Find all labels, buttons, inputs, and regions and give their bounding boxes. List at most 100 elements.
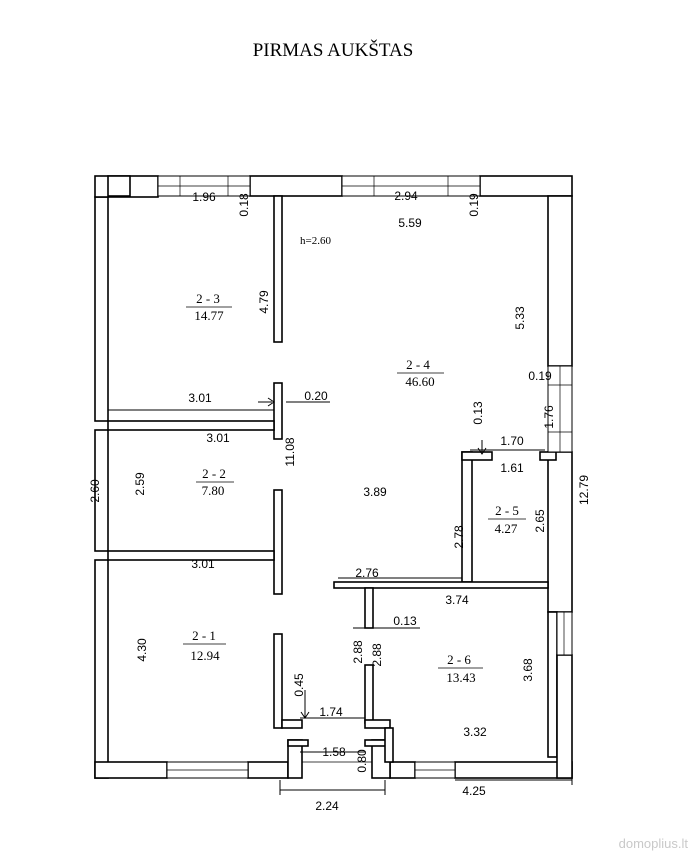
partition-d bbox=[273, 633, 283, 729]
dim-label: 3.89 bbox=[363, 485, 387, 499]
room-id: 2 - 3 bbox=[196, 291, 220, 306]
right-wall-lower bbox=[547, 611, 558, 758]
dim-label: 2.76 bbox=[355, 566, 379, 580]
dim-label: 4.25 bbox=[462, 784, 486, 798]
dim-label: 2.24 bbox=[315, 799, 339, 813]
corner-fill bbox=[107, 175, 131, 197]
room-2-1: 2 - 1 12.94 bbox=[183, 628, 226, 663]
room-id: 2 - 1 bbox=[192, 628, 216, 643]
entry-jamb bbox=[384, 727, 394, 763]
dim-label: 0.13 bbox=[471, 401, 485, 425]
dim-label: 0.20 bbox=[304, 389, 328, 403]
room-area: 4.27 bbox=[495, 521, 518, 536]
room-id: 2 - 6 bbox=[447, 652, 471, 667]
dim-label: 3.74 bbox=[445, 593, 469, 607]
room-2-5: 2 - 5 4.27 bbox=[488, 503, 526, 536]
dim-label: 3.01 bbox=[206, 431, 230, 445]
window-top-left bbox=[157, 175, 251, 197]
dim-label: 5.33 bbox=[513, 306, 527, 330]
corridor-wall-right bbox=[364, 719, 391, 729]
dim-label: 0.18 bbox=[237, 193, 251, 217]
dim-label: 3.01 bbox=[188, 391, 212, 405]
window-right-lower bbox=[556, 611, 573, 656]
room25-left-wall bbox=[461, 451, 473, 583]
dim-label: 0.19 bbox=[467, 193, 481, 217]
left-wall-top bbox=[94, 196, 109, 422]
window-right-upper bbox=[547, 365, 573, 453]
dimension-lines bbox=[108, 397, 573, 795]
left-wall-bottom bbox=[94, 559, 109, 779]
room-area: 14.77 bbox=[194, 308, 224, 323]
dim-label: 2.59 bbox=[133, 472, 147, 496]
watermark: domoplius.lt bbox=[619, 836, 689, 851]
right-wall-middle bbox=[547, 451, 573, 613]
dim-label: 1.61 bbox=[500, 461, 524, 475]
dim-label: 3.68 bbox=[521, 658, 535, 682]
partition-b bbox=[273, 382, 283, 440]
dim-label: 12.79 bbox=[577, 475, 591, 505]
dim-label: 0.80 bbox=[355, 749, 369, 773]
room-2-4: 2 - 4 46.60 bbox=[397, 357, 444, 389]
dimension-labels: 1.96 0.18 2.94 5.59 0.19 4.79 5.33 0.19 … bbox=[88, 189, 591, 813]
left-wall-mid bbox=[94, 429, 109, 552]
dim-label: 2.94 bbox=[394, 189, 418, 203]
right-wall-bottom bbox=[556, 654, 573, 779]
dim-label: 0.45 bbox=[292, 673, 306, 697]
dim-label: 5.59 bbox=[398, 216, 422, 230]
dim-label: 2.65 bbox=[533, 509, 547, 533]
dim-label: 3.01 bbox=[191, 557, 215, 571]
partition-room23-22 bbox=[107, 420, 275, 431]
partition-room22-21 bbox=[107, 550, 275, 561]
room-area: 46.60 bbox=[405, 374, 434, 389]
dim-label: 2.78 bbox=[452, 525, 466, 549]
room26-top-wall bbox=[333, 581, 549, 589]
room-area: 7.80 bbox=[202, 483, 225, 498]
window-bottom-right bbox=[414, 761, 456, 779]
room-2-2: 2 - 2 7.80 bbox=[196, 466, 234, 498]
dim-label: 11.08 bbox=[283, 437, 297, 466]
dim-label: 1.96 bbox=[192, 190, 216, 204]
bottom-wall-entry bbox=[389, 761, 416, 779]
right-wall-top bbox=[547, 195, 573, 367]
dim-label: 3.32 bbox=[463, 725, 487, 739]
dim-label: 4.30 bbox=[135, 638, 149, 662]
windows bbox=[157, 175, 573, 779]
partition-a bbox=[273, 195, 283, 343]
dim-label: 2.60 bbox=[88, 479, 102, 503]
dim-label: 1.76 bbox=[542, 405, 556, 429]
bottom-wall-left bbox=[94, 761, 168, 779]
window-top-right bbox=[341, 175, 481, 197]
partition-c bbox=[273, 489, 283, 595]
room25-top-right bbox=[539, 451, 557, 461]
dim-label: 1.74 bbox=[319, 705, 343, 719]
bottom-wall-right bbox=[454, 761, 573, 779]
dim-label: 1.70 bbox=[500, 434, 524, 448]
room-2-6: 2 - 6 13.43 bbox=[438, 652, 483, 685]
walls bbox=[94, 175, 573, 779]
room26-left-wall-a bbox=[364, 587, 374, 629]
door-entrance bbox=[301, 746, 373, 778]
ceiling-height-note: h=2.60 bbox=[300, 235, 331, 247]
room-2-3: 2 - 3 14.77 bbox=[186, 291, 232, 323]
room-id: 2 - 4 bbox=[406, 357, 430, 372]
room-labels: 2 - 3 14.77 2 - 2 7.80 2 - 1 12.94 2 - 4… bbox=[183, 235, 526, 685]
plan-title: PIRMAS AUKŠTAS bbox=[253, 39, 414, 61]
dim-label: 2.88 bbox=[370, 643, 384, 667]
dim-label: 0.19 bbox=[528, 369, 552, 383]
dim-label: 1.58 bbox=[322, 745, 346, 759]
top-wall-right bbox=[479, 175, 573, 197]
room-area: 13.43 bbox=[446, 670, 475, 685]
window-bottom-left bbox=[166, 761, 249, 779]
vestibule-top-left bbox=[287, 739, 309, 747]
dim-label: 0.13 bbox=[393, 614, 417, 628]
bottom-wall-mid bbox=[247, 761, 289, 779]
room25-top-left bbox=[461, 451, 493, 461]
dim-label: 2.88 bbox=[351, 640, 365, 664]
top-wall-middle bbox=[249, 175, 343, 197]
room-id: 2 - 2 bbox=[202, 466, 226, 481]
room26-left-wall-b bbox=[364, 664, 374, 724]
room-id: 2 - 5 bbox=[495, 503, 519, 518]
dim-label: 4.79 bbox=[257, 290, 271, 314]
room-area: 12.94 bbox=[190, 648, 220, 663]
